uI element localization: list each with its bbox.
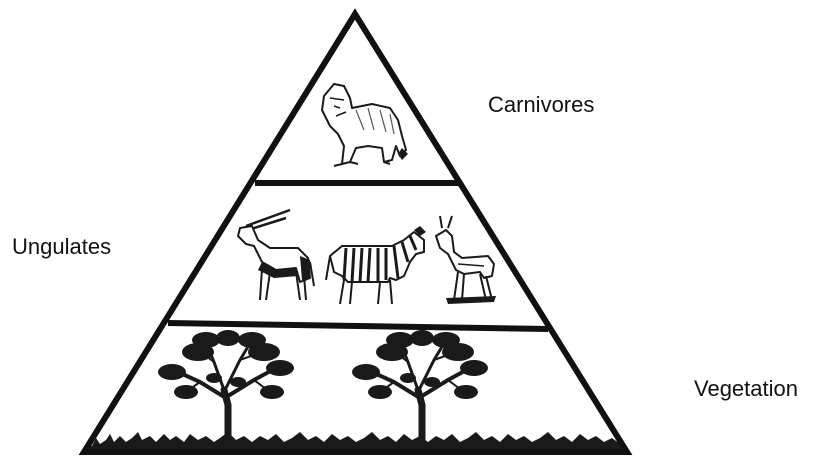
vegetation-tier [84, 330, 628, 452]
acacia-tree-icon [352, 330, 488, 440]
carnivores-label: Carnivores [488, 94, 594, 116]
oryx-icon [238, 210, 314, 300]
vegetation-label: Vegetation [694, 378, 798, 400]
ungulates-label: Ungulates [12, 236, 111, 258]
ungulate-vegetation-divider [168, 323, 548, 329]
ungulates-tier [238, 210, 496, 304]
pyramid-triangle [84, 14, 627, 452]
carnivores-tier [322, 84, 408, 166]
pyramid-outline [84, 14, 627, 452]
lion-icon [322, 84, 408, 166]
zebra-icon [326, 226, 426, 304]
acacia-tree-icon [158, 330, 294, 440]
